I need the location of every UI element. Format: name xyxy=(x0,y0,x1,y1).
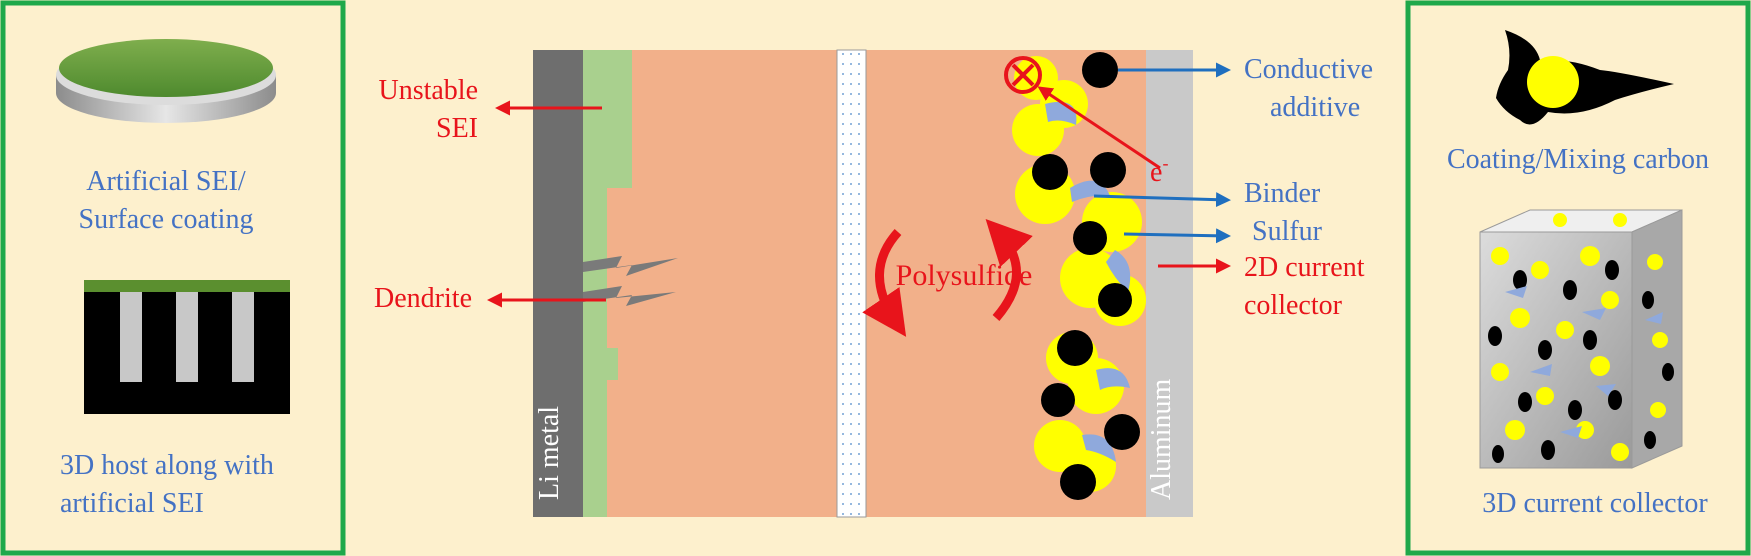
collector-sulfur-particles xyxy=(1491,213,1668,461)
blocked-electron-icon xyxy=(1004,56,1042,94)
cathode-annotations: Conductive additive e- Binder Sulfur 2D … xyxy=(1037,54,1373,321)
host-label-line2: artificial SEI xyxy=(60,488,204,519)
separator xyxy=(836,49,867,518)
li-metal-label: Li metal xyxy=(534,406,565,500)
aluminum-label: Aluminum xyxy=(1146,378,1177,500)
conductive-label-line1: Conductive xyxy=(1244,54,1373,85)
right-panel: Coating/Mixing carbon xyxy=(1405,0,1751,556)
collector-carbon-particles xyxy=(1488,260,1674,463)
polysulfide-label: Polysulfide xyxy=(896,259,1033,292)
collector-2d-label-line2: collector xyxy=(1244,290,1343,321)
conductive-label-line2: additive xyxy=(1270,92,1360,123)
dendrite-shapes xyxy=(583,256,678,306)
3d-current-collector-icon xyxy=(1479,209,1683,469)
polysulfide-shuttle-arrows xyxy=(862,218,1033,337)
collector-binder-particles xyxy=(1505,286,1663,438)
sulfur-label: Sulfur xyxy=(1252,216,1323,247)
aluminum-collector xyxy=(1146,50,1193,517)
anode-annotations: Unstable SEI Dendrite xyxy=(374,75,606,314)
sei-label-line2: Surface coating xyxy=(79,204,254,235)
unstable-sei-label-line1: Unstable xyxy=(378,75,478,106)
binder-label: Binder xyxy=(1244,178,1321,209)
right-panel-border xyxy=(1405,0,1751,556)
3d-host-icon xyxy=(84,280,290,414)
coated-carbon-icon xyxy=(1496,30,1674,125)
cathode-particles xyxy=(1004,52,1146,500)
left-panel-border xyxy=(0,0,346,556)
sulfur-arrow xyxy=(1123,228,1231,244)
sei-label-line1: Artificial SEI/ xyxy=(86,166,246,197)
artificial-sei-disc-icon xyxy=(56,39,276,123)
collector-2d-label-line1: 2D current xyxy=(1244,252,1365,283)
host-label-line1: 3D host along with xyxy=(60,450,274,481)
unstable-sei-label-line2: SEI xyxy=(436,113,478,144)
3d-current-collector-label: 3D current collector xyxy=(1482,488,1708,519)
electron-label: e- xyxy=(1150,153,1168,188)
binder-arrow xyxy=(1093,192,1231,208)
coating-mixing-carbon-label: Coating/Mixing carbon xyxy=(1447,144,1709,175)
battery-cell: Polysulfide Li metal Aluminum xyxy=(533,49,1193,518)
left-panel: Artificial SEI/ Surface coating 3D host … xyxy=(0,0,346,556)
dendrite-label: Dendrite xyxy=(374,283,472,314)
electron-arrow xyxy=(1037,86,1161,170)
sei-layer xyxy=(583,50,632,517)
li-metal-anode xyxy=(533,50,583,517)
